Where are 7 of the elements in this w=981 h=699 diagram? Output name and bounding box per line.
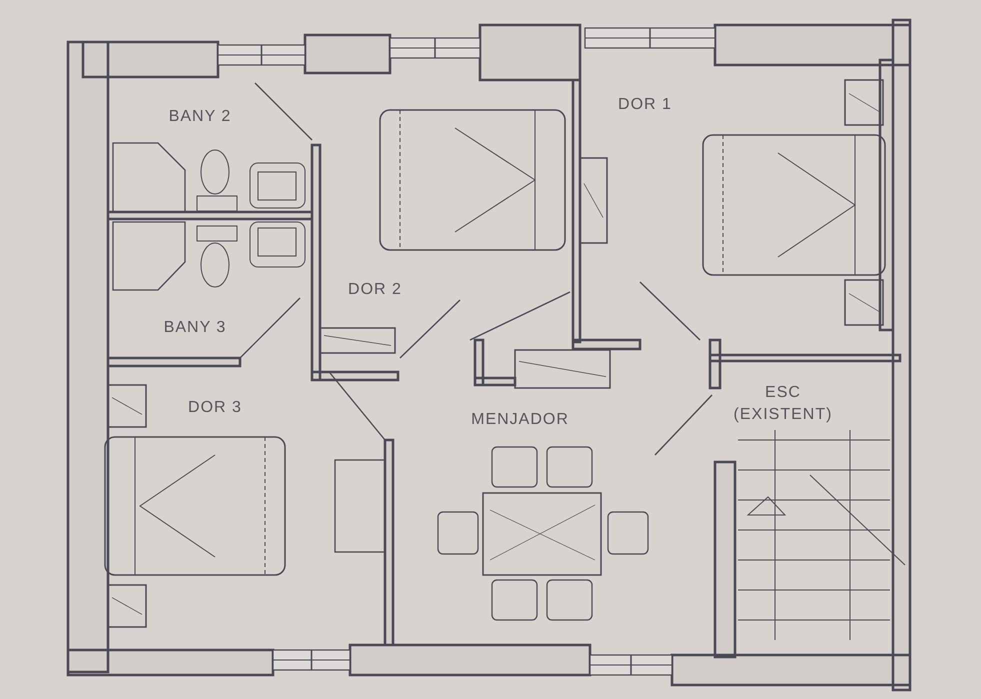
room-label: MENJADOR xyxy=(470,410,570,430)
room-label: BANY 3 xyxy=(162,318,228,338)
room-label: DOR 1 xyxy=(617,95,673,115)
room-label: BANY 2 xyxy=(168,107,232,127)
room-label: DOR 2 xyxy=(347,280,403,300)
room-label: DOR 3 xyxy=(187,398,243,418)
room-label: ESC (EXISTENT) xyxy=(732,383,834,425)
